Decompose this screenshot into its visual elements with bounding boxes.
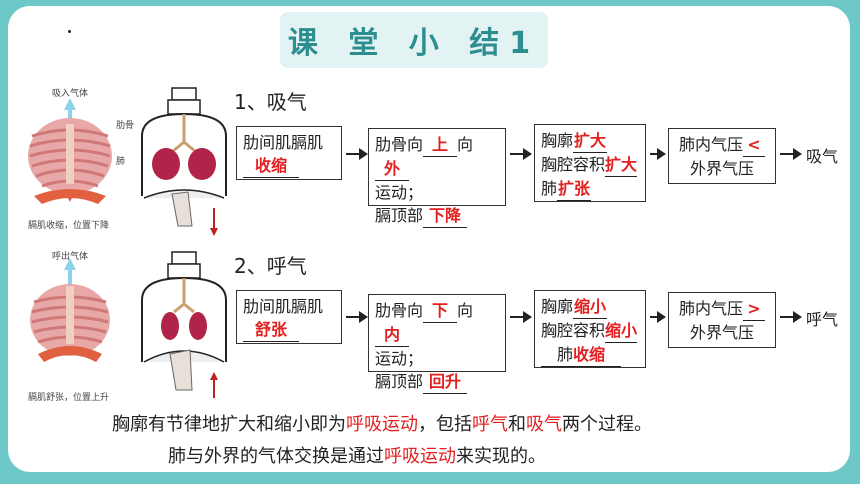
exhale-box3-answer1: 缩小 (573, 295, 608, 319)
inhale-box2-text-b: 向 (457, 135, 474, 154)
rib-caption: 肋骨 (116, 121, 135, 131)
inhale-box3-answer3: 扩张 (557, 177, 592, 201)
inhale-box-ribs: 肋骨向上向外 运动； 膈顶部下降 (368, 128, 506, 228)
inhale-box-chest: 胸廓扩大 胸腔容积扩大 肺扩张 (534, 124, 646, 202)
inhale-caption-bottom: 膈肌收缩，位置下降 (28, 221, 110, 231)
inhale-box4-line1: 肺内气压 (678, 135, 743, 154)
inhale-bell-jar (141, 87, 227, 236)
inhale-caption-top: 吸入气体 (52, 89, 89, 99)
inhale-box3-answer1: 扩大 (573, 129, 608, 153)
summary-line-2: 肺与外界的气体交换是通过呼吸运动来实现的。 (168, 442, 546, 468)
exhale-box3-answer3: 收缩 (573, 345, 606, 364)
summary-line-1: 胸廓有节律地扩大和缩小即为呼吸运动，包括呼气和吸气两个过程。 (112, 410, 652, 436)
summary-line1-hl1: 呼吸运动 (346, 414, 418, 435)
exhale-box1-answer: 舒张 (243, 318, 299, 342)
inhale-arrow-4 (780, 148, 802, 160)
exhale-caption-top: 呼出气体 (52, 252, 89, 262)
inhale-box2-text-a: 肋骨向 (375, 135, 424, 154)
exhale-arrow-1 (346, 311, 368, 323)
summary-line1-c: 和 (508, 414, 526, 435)
summary-line2-a: 肺与外界的气体交换是通过 (168, 446, 384, 467)
exhale-arrow-4 (780, 311, 802, 323)
summary-line1-a: 胸廓有节律地扩大和缩小即为 (112, 414, 346, 435)
lung-caption: 肺 (116, 157, 126, 167)
exhale-box3-line2: 胸腔容积 (541, 321, 606, 340)
inhale-arrow-2 (510, 148, 532, 160)
exhale-box-ribs: 肋骨向下向内 运动； 膈顶部回升 (368, 294, 506, 394)
dot-mark (68, 30, 71, 33)
exhale-box2-line3: 膈顶部 (375, 372, 424, 391)
inhale-box2-line2: 运动； (375, 183, 424, 202)
inhale-box-muscles: 肋间肌膈肌 收缩 (236, 126, 342, 180)
inhale-box4-line2: 外界气压 (689, 159, 754, 178)
exhale-box3-line3-text: 肺 (556, 345, 573, 364)
exhale-box2-text-b: 向 (457, 301, 474, 320)
inhale-box2-line3: 膈顶部 (375, 206, 424, 225)
inhale-box1-answer: 收缩 (243, 154, 299, 178)
summary-line2-hl: 呼吸运动 (384, 446, 456, 467)
summary-line1-hl3: 吸气 (526, 414, 562, 435)
inhale-box4-answer: < (743, 133, 765, 157)
inhale-box2-answer2: 外 (375, 157, 409, 181)
inhale-box3-line1: 胸廓 (541, 131, 574, 150)
exhale-box-chest: 胸廓缩小 胸腔容积缩小 肺收缩 (534, 290, 646, 368)
exhale-box4-line2: 外界气压 (689, 323, 754, 342)
inhale-chest-diagram (28, 98, 112, 204)
exhale-arrow-2 (510, 311, 532, 323)
summary-line1-hl2: 呼气 (472, 414, 508, 435)
inhale-box3-line3: 肺 (541, 179, 558, 198)
inhale-arrow-3 (650, 148, 666, 160)
exhale-box-muscles: 肋间肌膈肌 舒张 (236, 290, 342, 344)
inhale-box2-answer3: 下降 (423, 204, 468, 228)
inhale-box3-answer2: 扩大 (605, 153, 638, 177)
slide-card: 课 堂 小 结1 1、吸气 吸入气体 肋骨 肺 膈肌收缩，位置下降 肋间肌膈肌 … (8, 6, 850, 472)
exhale-arrow-3 (650, 311, 666, 323)
exhale-box-pressure: 肺内气压> 外界气压 (668, 292, 776, 348)
inhale-label: 1、吸气 (234, 90, 307, 114)
exhale-box2-line2: 运动； (375, 349, 424, 368)
inhale-box1-text: 肋间肌膈肌 (243, 133, 324, 152)
exhale-box2-text-a: 肋骨向 (375, 301, 424, 320)
exhale-box3-line3: 肺收缩 (541, 343, 621, 367)
exhale-label: 2、呼气 (234, 254, 307, 278)
exhale-box4-line1: 肺内气压 (678, 299, 743, 318)
summary-line2-b: 来实现的。 (456, 446, 546, 467)
exhale-box3-line1: 胸廓 (541, 297, 574, 316)
inhale-arrow-1 (346, 148, 368, 160)
page-title: 课 堂 小 结1 (280, 12, 548, 68)
exhale-box2-answer3: 回升 (423, 370, 468, 394)
exhale-box2-answer1: 下 (423, 299, 458, 323)
inhale-result: 吸气 (806, 147, 839, 166)
summary-line1-d: 两个过程。 (562, 414, 652, 435)
inhale-box3-line2: 胸腔容积 (541, 155, 606, 174)
summary-line1-b: ，包括 (418, 414, 472, 435)
exhale-caption-bottom: 膈肌舒张，位置上升 (28, 393, 110, 403)
exhale-chest-diagram (30, 258, 110, 362)
exhale-box1-text: 肋间肌膈肌 (243, 297, 324, 316)
exhale-result: 呼气 (806, 310, 839, 329)
inhale-box-pressure: 肺内气压< 外界气压 (668, 128, 776, 184)
exhale-box4-answer: > (743, 297, 765, 321)
exhale-bell-jar (141, 251, 227, 398)
inhale-box2-answer1: 上 (423, 133, 458, 157)
exhale-box3-answer2: 缩小 (605, 319, 638, 343)
exhale-box2-answer2: 内 (375, 323, 409, 347)
